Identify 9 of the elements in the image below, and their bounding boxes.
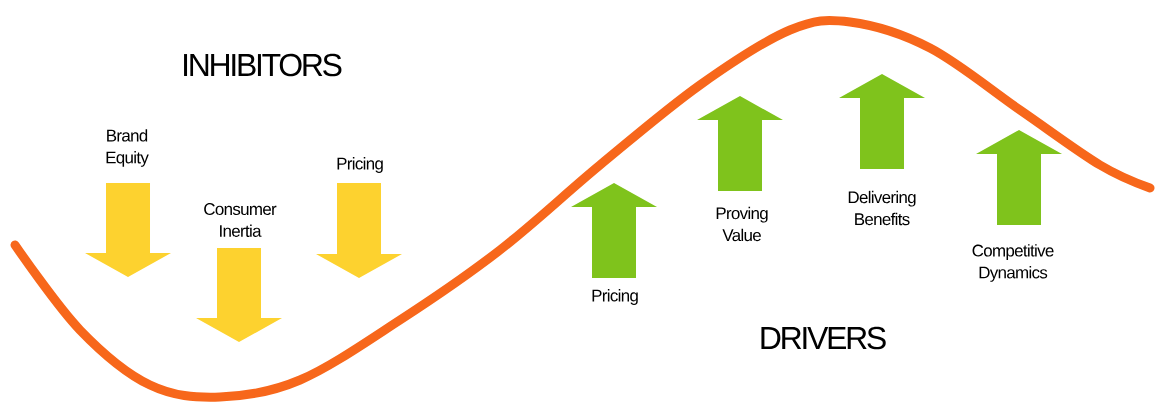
- arrow-label: Proving Value: [716, 206, 768, 242]
- arrow-label: Delivering Benefits: [848, 190, 916, 226]
- arrow-label: Pricing: [592, 289, 638, 305]
- arrow-label: Pricing: [337, 157, 383, 173]
- arrow-label: Competitive Dynamics: [972, 244, 1054, 282]
- heading: DRIVERS: [761, 326, 886, 350]
- heading: INHIBITORS: [184, 53, 342, 77]
- arrow-label: Brand Equity: [106, 129, 149, 167]
- arrow-label: Consumer Inertia: [204, 203, 277, 237]
